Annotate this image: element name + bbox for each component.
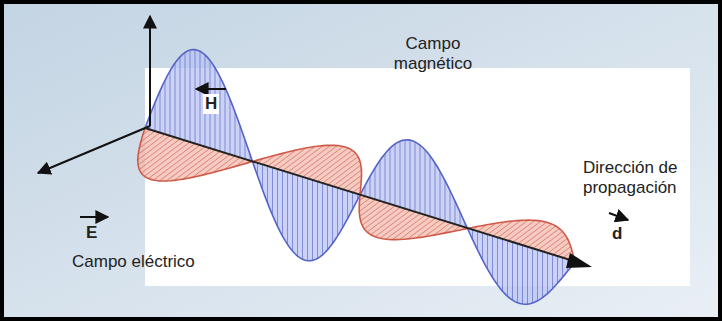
wave-lobe bbox=[359, 195, 467, 240]
field-label: Campo eléctrico bbox=[72, 252, 195, 272]
field-symbol: H bbox=[203, 94, 219, 114]
propagation-arrowhead bbox=[566, 253, 592, 268]
direction-label: Dirección de propagación bbox=[583, 158, 701, 198]
wave-hatch bbox=[468, 220, 575, 261]
magnetic-wave bbox=[145, 50, 575, 305]
axis-arrow bbox=[149, 16, 151, 126]
direction-symbol: d bbox=[612, 224, 622, 244]
axis-arrow bbox=[38, 126, 150, 173]
wave-hatch bbox=[253, 145, 362, 194]
wave-outline bbox=[253, 145, 362, 195]
vector-arrow bbox=[609, 213, 628, 220]
waves bbox=[138, 50, 575, 305]
wave-outline bbox=[138, 128, 253, 181]
propagation-axis bbox=[145, 128, 580, 263]
field-symbol: E bbox=[86, 223, 97, 243]
vector-arrow bbox=[196, 88, 226, 90]
wave-lobe bbox=[253, 145, 362, 195]
vector-arrow bbox=[80, 216, 108, 218]
field-label: Campo magnético bbox=[372, 34, 494, 74]
wave-outline bbox=[359, 195, 467, 240]
wave-lobe bbox=[138, 128, 253, 181]
